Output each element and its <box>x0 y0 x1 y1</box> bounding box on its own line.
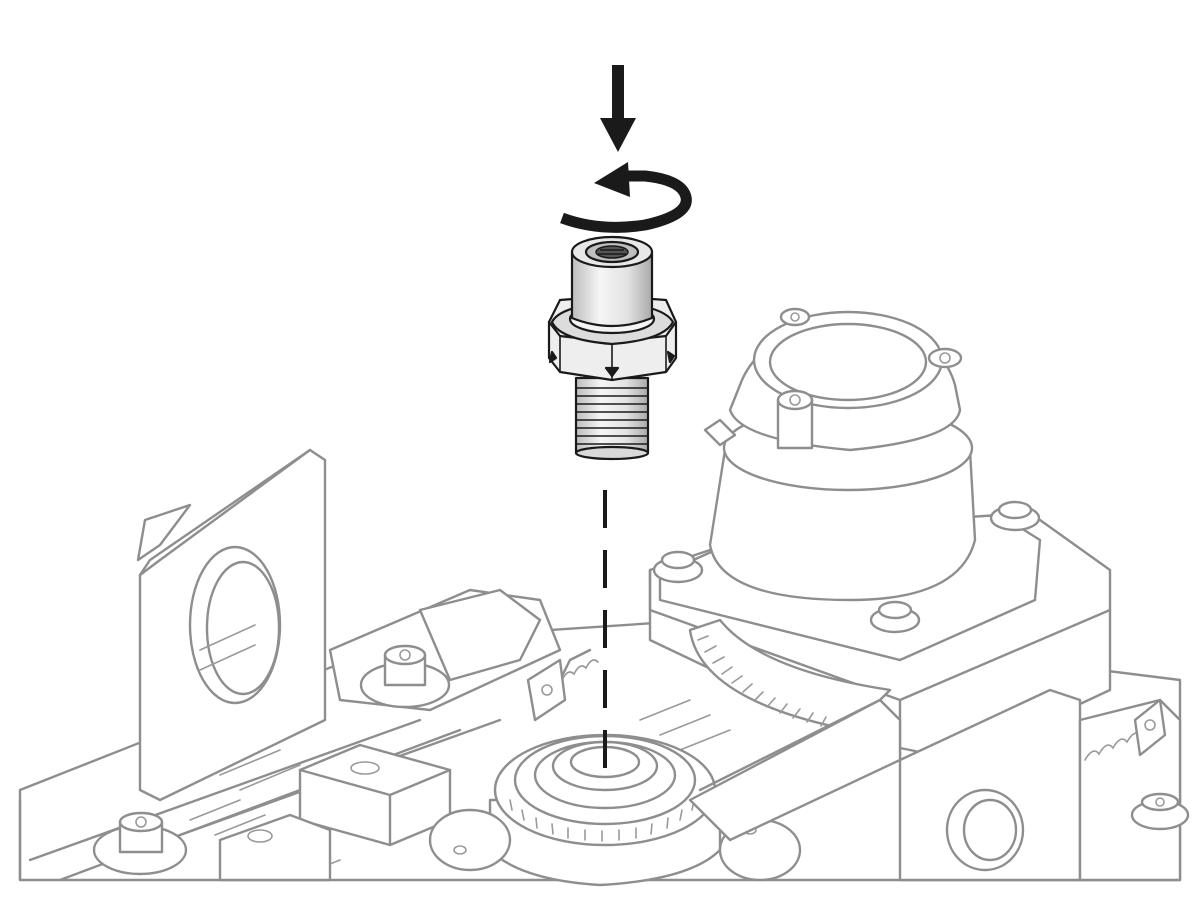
motor-housing <box>648 307 1112 762</box>
down-arrow-icon <box>600 65 636 152</box>
rotate-counterclockwise-icon <box>560 162 692 233</box>
left-lever-arm <box>328 588 562 712</box>
left-spring <box>526 648 599 722</box>
flange-bolt <box>869 600 921 634</box>
lower-left-block <box>218 743 452 882</box>
flange-bolt <box>652 550 704 584</box>
fitting-collar <box>570 235 654 328</box>
motor-bolt <box>776 389 814 450</box>
threaded-fitting <box>547 235 678 461</box>
drive-arm <box>688 698 902 842</box>
motor-bolt <box>779 307 811 327</box>
left-mounting-bracket <box>136 448 327 802</box>
left-cap-screw <box>92 811 188 876</box>
flange-bolt <box>989 500 1041 532</box>
motor-bolt <box>927 347 963 369</box>
right-side-assembly <box>898 688 1190 882</box>
fitting-thread <box>574 376 650 461</box>
